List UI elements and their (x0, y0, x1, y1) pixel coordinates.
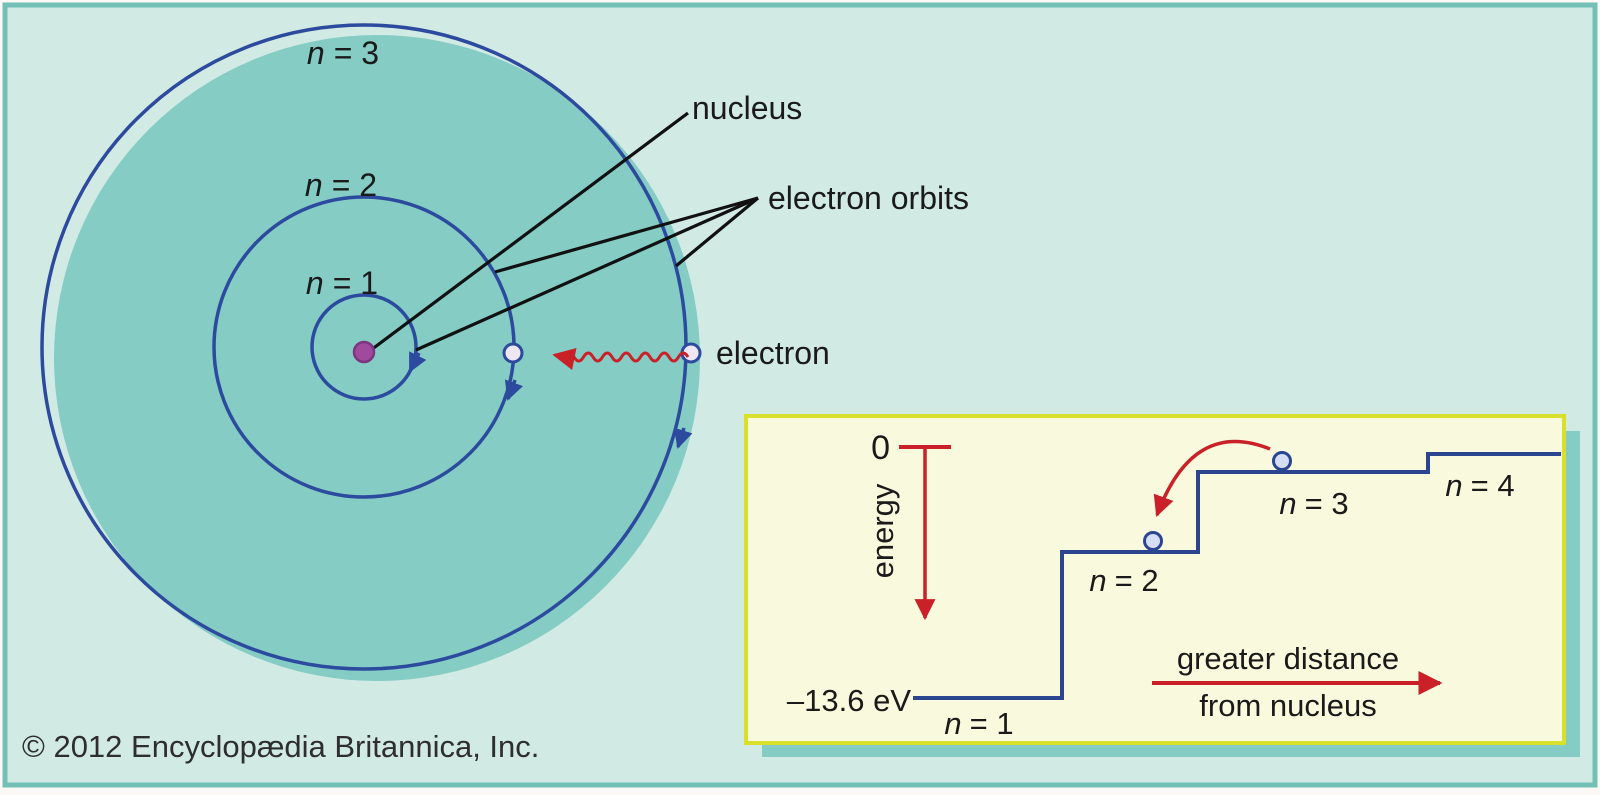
orbit-label-n1: n= 1 (306, 265, 378, 301)
transition-arrow (1153, 439, 1271, 517)
orbit-direction-arrow-n3 (674, 427, 693, 449)
electron-orbits-label: electron orbits (768, 180, 969, 216)
level-label-n3: n= 3 (1279, 486, 1348, 521)
nucleus-dot (352, 340, 376, 364)
atom-drop-shadow (54, 35, 700, 681)
nucleus-pointer-line (370, 111, 689, 352)
orbit-pointer-line-n2 (494, 196, 759, 274)
ground-energy-label: –13.6 eV (787, 683, 911, 718)
orbit-direction-arrow-n1 (408, 351, 427, 373)
orbit-pointer-line-n1 (415, 196, 759, 352)
orbit-label-n3: n= 3 (307, 35, 379, 71)
orbit-circle-n1 (310, 293, 418, 401)
orbit-label-n2: n= 2 (305, 167, 377, 203)
distance-label-line2: from nucleus (1199, 688, 1376, 723)
energy-staircase-line (913, 452, 1561, 700)
orbit-pointer-line-n3 (674, 196, 760, 268)
zero-label: 0 (871, 429, 890, 467)
electron-label: electron (716, 335, 830, 371)
level-label-n1: n= 1 (944, 706, 1013, 741)
photon-wave-arrow (552, 347, 690, 371)
distance-label-line1: greater distance (1177, 641, 1399, 676)
nucleus-label: nucleus (692, 90, 802, 126)
energy-axis-label: energy (865, 483, 900, 578)
atom-diagram: n= 3 n= 2 n= 1 nucleus electron orbits e… (40, 23, 969, 681)
level-label-n2: n= 2 (1089, 563, 1158, 598)
copyright-text: © 2012 Encyclopædia Britannica, Inc. (22, 729, 539, 764)
energy-panel: energy 0 –13.6 eV n= 1 n= 2 n= 3 n= 4 gr… (744, 414, 1580, 757)
level-label-n4: n= 4 (1445, 468, 1514, 503)
panel-electron-n3 (1272, 451, 1292, 471)
panel-electron-n2 (1143, 531, 1163, 551)
orbit-direction-arrow-n2 (504, 379, 524, 401)
electron-dot-n2 (502, 342, 524, 364)
